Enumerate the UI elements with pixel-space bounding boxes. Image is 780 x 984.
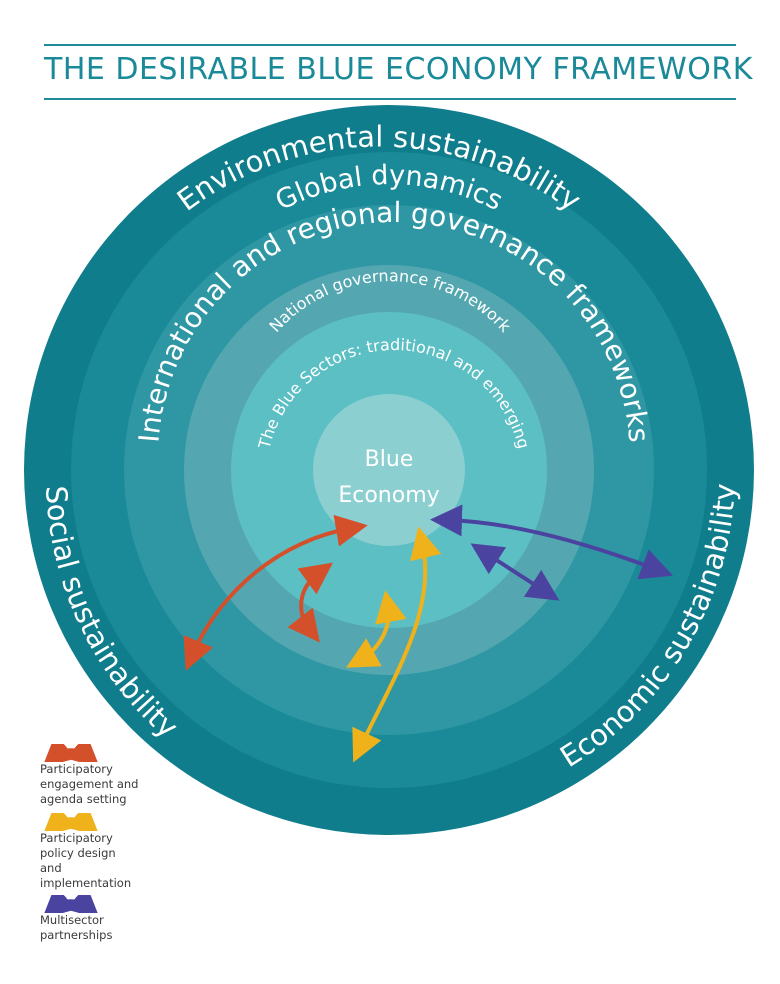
arrow-engagement-outer	[183, 514, 368, 671]
center-label-line1: Blue	[365, 447, 414, 472]
center-circle	[313, 394, 465, 546]
arrow-policy-long	[352, 526, 442, 763]
legend-label-engagement: Participatory engagement and agenda sett…	[40, 762, 139, 806]
red-double-arrow-icon	[42, 744, 100, 762]
yellow-double-arrow-icon	[42, 813, 100, 831]
title-rule-bottom	[44, 98, 736, 100]
page-title: THE DESIRABLE BLUE ECONOMY FRAMEWORK	[44, 52, 753, 87]
center-label-line2: Economy	[338, 483, 439, 508]
legend-item-partnerships: Multisector partnerships	[40, 895, 140, 943]
arrow-policy-short	[346, 590, 407, 668]
arrow-partnership-long	[430, 504, 673, 580]
blue-double-arrow-icon	[42, 895, 100, 913]
arrow-engagement-inner	[287, 562, 333, 643]
legend-label-partnerships: Multisector partnerships	[40, 913, 113, 942]
arrow-partnership-short	[470, 543, 560, 601]
legend-item-engagement: Participatory engagement and agenda sett…	[40, 744, 140, 807]
legend-label-policy: Participatory policy design and implemen…	[40, 831, 132, 890]
legend-item-policy: Participatory policy design and implemen…	[40, 813, 140, 891]
title-rule-top	[44, 44, 736, 46]
legend: Participatory engagement and agenda sett…	[40, 744, 140, 943]
